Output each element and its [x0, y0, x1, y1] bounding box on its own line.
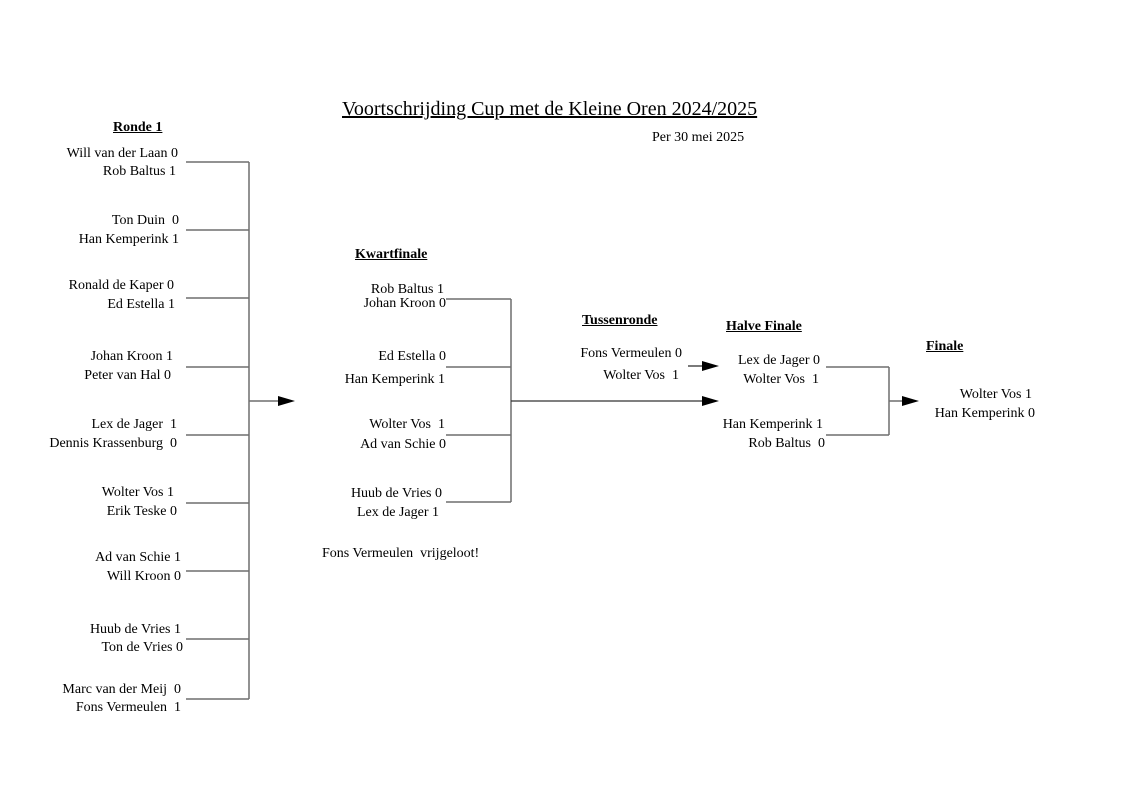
- tussenronde-arrow-icon: [702, 361, 719, 371]
- halve-finale-match-1-player-2: Wolter Vos 1: [743, 372, 819, 387]
- header-finale: Finale: [926, 339, 964, 354]
- ronde1-match-3-player-1: Ronald de Kaper 0: [68, 278, 174, 293]
- finale-player-1: Wolter Vos 1: [959, 387, 1032, 402]
- ronde1-match-4-player-2: Peter van Hal 0: [84, 368, 171, 383]
- ronde1-match-3-player-2: Ed Estella 1: [107, 297, 175, 312]
- ronde1-match-2-player-1: Ton Duin 0: [111, 213, 179, 228]
- date-subtitle: Per 30 mei 2025: [652, 130, 745, 145]
- kwartfinale-arrow-icon: [702, 396, 719, 406]
- ronde1-match-7-player-1: Ad van Schie 1: [95, 550, 181, 565]
- ronde1-match-8-player-1: Huub de Vries 1: [89, 622, 181, 637]
- ronde1-match-9-player-1: Marc van der Meij 0: [62, 682, 181, 697]
- ronde1-match-6-player-2: Erik Teske 0: [106, 504, 177, 519]
- ronde1-match-5-player-2: Dennis Krassenburg 0: [49, 436, 177, 451]
- header-kwartfinale: Kwartfinale: [355, 247, 428, 262]
- halve-finale-arrow-icon: [902, 396, 919, 406]
- kwartfinale-match-4-player-2: Lex de Jager 1: [356, 505, 439, 520]
- kwartfinale-match-4-player-1: Huub de Vries 0: [350, 486, 442, 501]
- tussenronde-match-1-player-2: Wolter Vos 1: [603, 368, 679, 383]
- ronde1-match-5-player-1: Lex de Jager 1: [91, 417, 177, 432]
- header-tussenronde: Tussenronde: [582, 313, 658, 328]
- kwartfinale-match-2-player-2: Han Kemperink 1: [344, 372, 445, 387]
- header-halve-finale: Halve Finale: [726, 319, 802, 334]
- ronde1-match-1-player-1: Will van der Laan 0: [66, 146, 178, 161]
- page-title: Voortschrijding Cup met de Kleine Oren 2…: [342, 98, 758, 120]
- ronde1-match-4-player-1: Johan Kroon 1: [90, 349, 173, 364]
- ronde1-match-8-player-2: Ton de Vries 0: [101, 640, 183, 655]
- tussenronde-match-1-player-1: Fons Vermeulen 0: [580, 346, 682, 361]
- kwartfinale-match-1-player-1: Rob Baltus 1: [370, 282, 444, 297]
- kwartfinale-match-3-player-1: Wolter Vos 1: [369, 417, 445, 432]
- finale-player-2: Han Kemperink 0: [934, 406, 1035, 421]
- ronde1-match-9-player-2: Fons Vermeulen 1: [75, 700, 181, 715]
- header-ronde-1: Ronde 1: [113, 120, 163, 135]
- halve-finale-match-2-player-1: Han Kemperink 1: [722, 417, 823, 432]
- ronde1-match-1-player-2: Rob Baltus 1: [102, 164, 176, 179]
- kwartfinale-match-1-player-2: Johan Kroon 0: [363, 296, 446, 311]
- kwartfinale-match-2-player-1: Ed Estella 0: [378, 349, 446, 364]
- ronde1-arrow-icon: [278, 396, 295, 406]
- ronde1-match-2-player-2: Han Kemperink 1: [78, 232, 179, 247]
- kwartfinale-match-3-player-2: Ad van Schie 0: [360, 437, 446, 452]
- bye-note: Fons Vermeulen vrijgeloot!: [322, 546, 480, 561]
- ronde1-match-7-player-2: Will Kroon 0: [106, 569, 181, 584]
- ronde1-match-6-player-1: Wolter Vos 1: [101, 485, 174, 500]
- halve-finale-match-1-player-1: Lex de Jager 0: [737, 353, 820, 368]
- halve-finale-match-2-player-2: Rob Baltus 0: [748, 436, 825, 451]
